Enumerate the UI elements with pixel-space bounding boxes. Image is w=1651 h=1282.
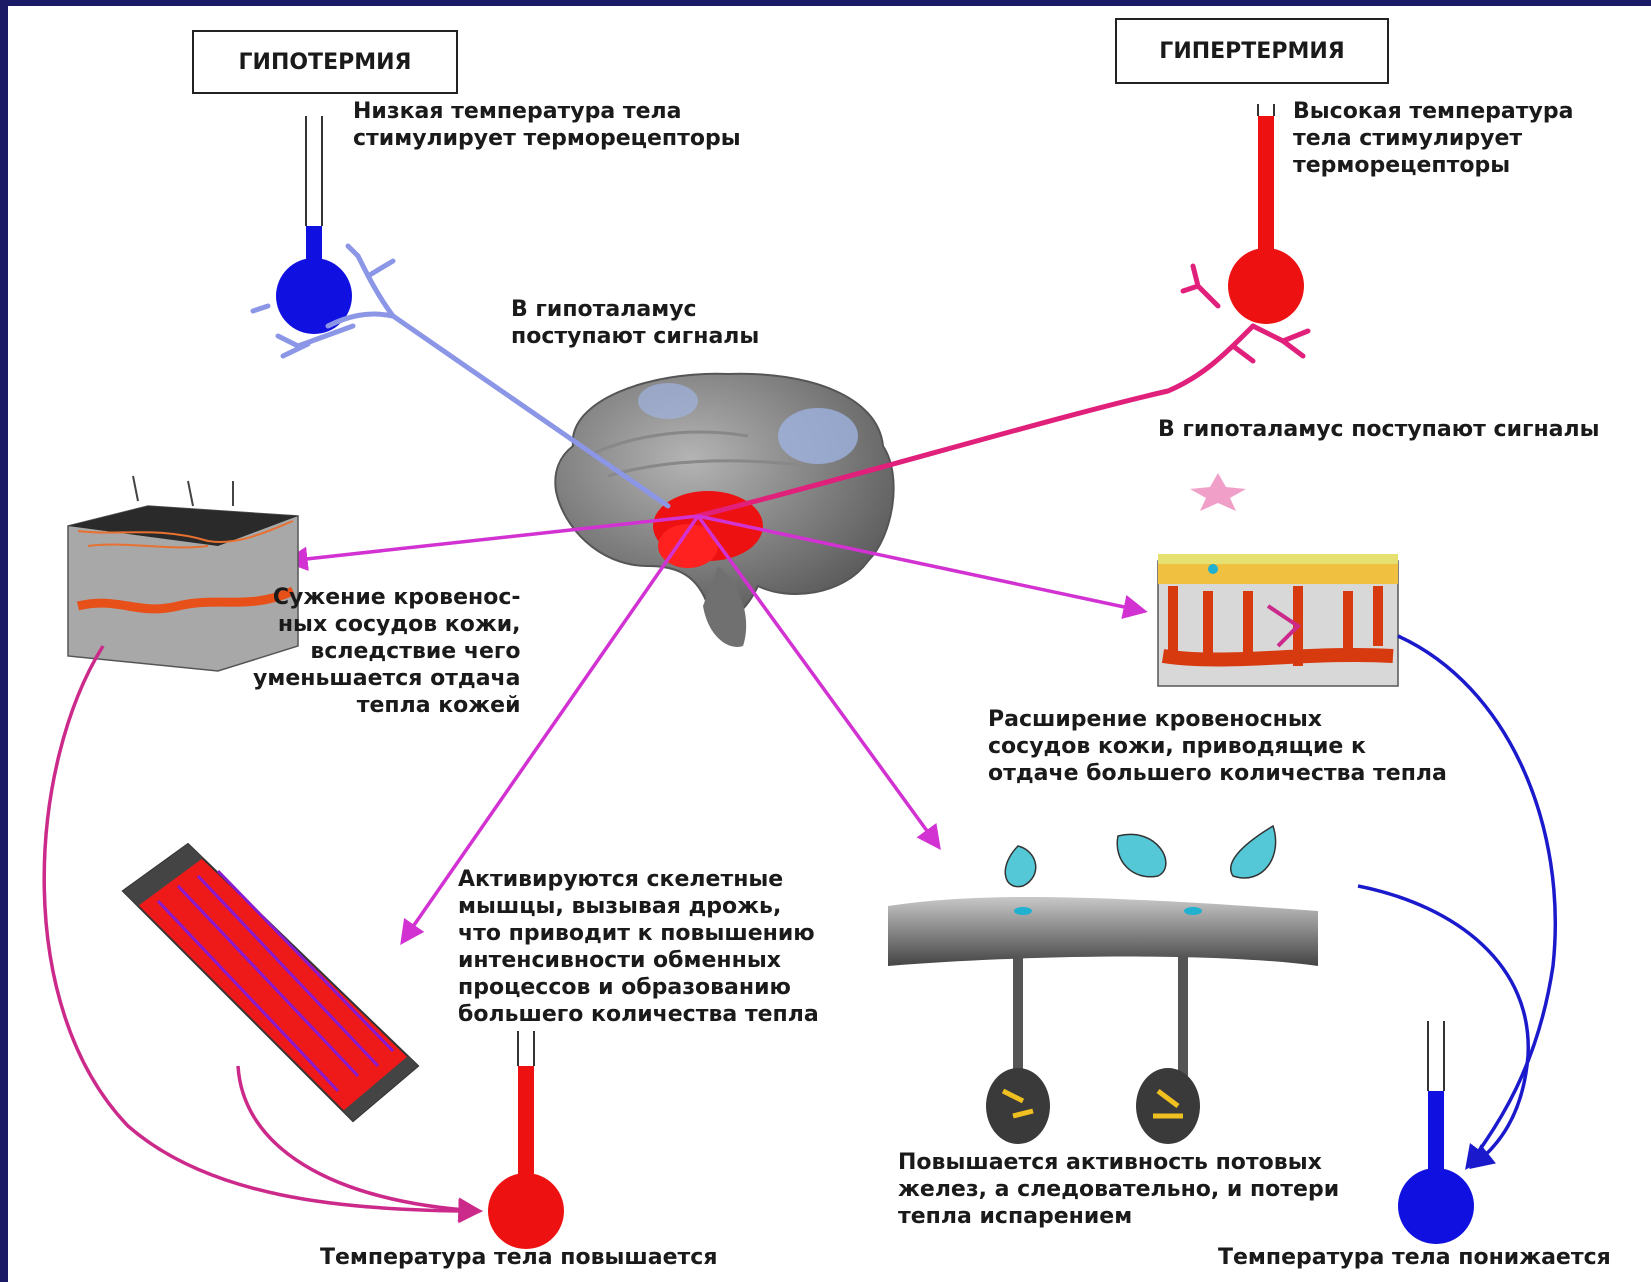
temperature-fall-label: Температура тела понижается [1218,1244,1611,1271]
temperature-fall-thermometer [1398,1021,1474,1244]
sweat-gland-illustration [888,826,1318,1144]
diagram-frame: ГИПОТЕРМИЯ ГИПЕРТЕРМИЯ Низкая температур… [8,6,1651,1282]
vasoconstriction-label: Сужение кровенос- ных сосудов кожи, всле… [253,584,521,719]
hypothermia-title-box: ГИПОТЕРМИЯ [192,30,458,94]
temperature-rise-thermometer [488,1031,564,1249]
cold-signal-label: В гипоталамус поступают сигналы [511,296,759,350]
vasodilation-label: Расширение кровеносных сосудов кожи, при… [988,706,1447,787]
cold-stimulus-label: Низкая температура тела стимулирует терм… [353,98,741,152]
hyperthermia-title: ГИПЕРТЕРМИЯ [1159,39,1344,64]
temperature-rise-label: Температура тела повышается [320,1244,717,1271]
star-marker [1190,473,1246,511]
hyperthermia-title-box: ГИПЕРТЕРМИЯ [1115,18,1389,84]
hot-signal-label: В гипоталамус поступают сигналы [1158,416,1600,443]
hypothermia-title: ГИПОТЕРМИЯ [239,50,412,75]
sweating-label: Повышается активность потовых желез, а с… [898,1149,1339,1230]
hot-stimulus-label: Высокая температура тела стимулирует тер… [1293,98,1573,179]
cold-stimulus-thermometer [276,116,352,334]
dilated-skin-illustration [1158,554,1398,686]
skeletal-muscle-illustration [123,844,418,1121]
shivering-label: Активируются скелетные мышцы, вызывая др… [458,866,819,1028]
